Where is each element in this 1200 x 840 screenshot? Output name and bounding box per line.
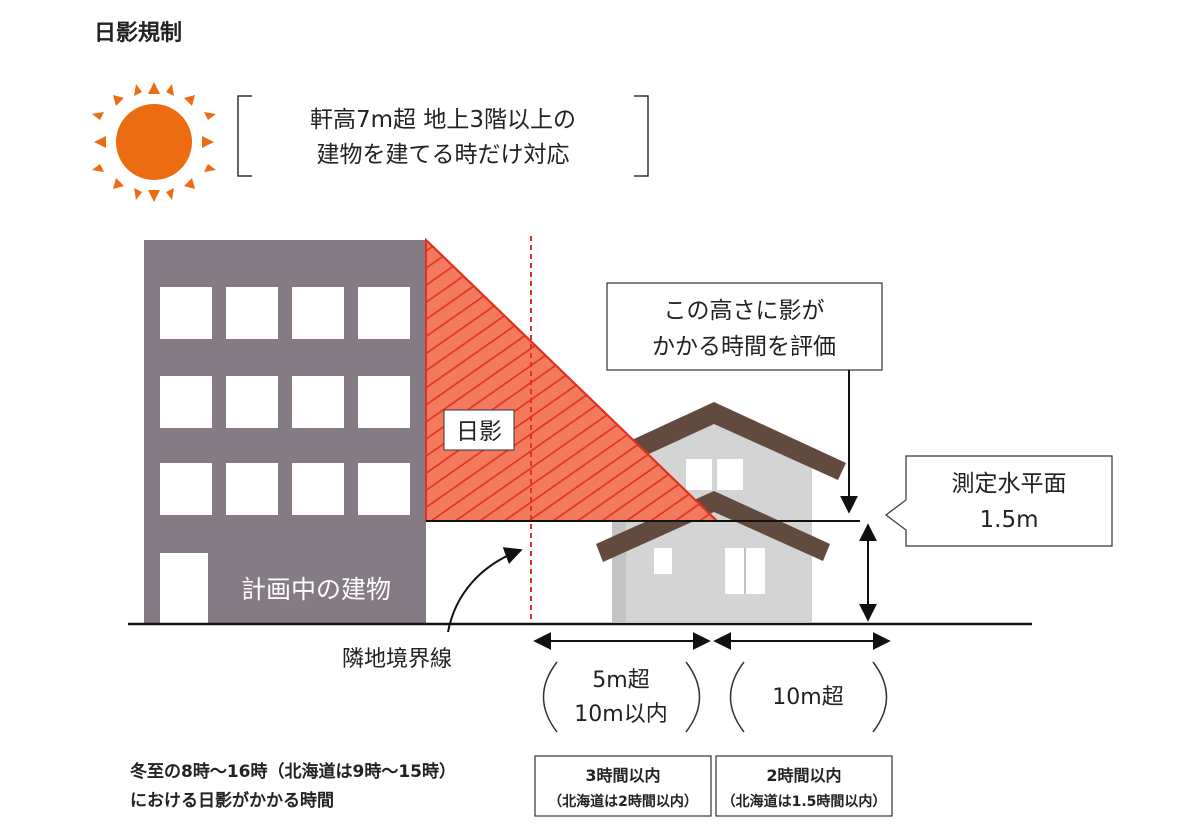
planned-building: 計画中の建物 [144, 240, 426, 624]
far-limit-line2: （北海道は1.5時間以内） [722, 793, 887, 810]
shadow-label: 日影 [456, 419, 502, 445]
evaluation-line2: かかる時間を評価 [652, 334, 836, 360]
boundary-arrow [447, 547, 523, 633]
near-limit-line2: （北海道は2時間以内） [548, 793, 698, 810]
far-limit-line1: 2時間以内 [766, 766, 841, 785]
planned-building-label: 計画中の建物 [241, 575, 391, 604]
evaluation-callout: この高さに影が かかる時間を評価 [606, 282, 883, 514]
evaluation-line1: この高さに影が [664, 298, 825, 324]
near-range-line2: 10m以内 [574, 702, 667, 727]
time-note-line2: における日影がかかる時間 [130, 790, 334, 811]
far-range-label: 10m超 [729, 661, 888, 733]
near-range-label: 5m超 10m以内 [542, 661, 701, 733]
condition-note: 軒高7m超 地上3階以上の 建物を建てる時だけ対応 [237, 95, 649, 177]
condition-line2: 建物を建てる時だけ対応 [317, 142, 570, 168]
near-range-line1: 5m超 [592, 668, 649, 693]
plane-callout: 測定水平面 1.5m [885, 455, 1113, 547]
far-range-line1: 10m超 [772, 685, 843, 710]
time-note-line1: 冬至の8時〜16時（北海道は9時〜15時） [130, 761, 456, 782]
far-limit-box: 2時間以内 （北海道は1.5時間以内） [715, 755, 893, 817]
page-title: 日影規制 [94, 21, 182, 46]
shadow-label-box [443, 409, 515, 451]
near-limit-box: 3時間以内 （北海道は2時間以内） [534, 755, 712, 817]
sun-icon [92, 82, 216, 202]
near-limit-line1: 3時間以内 [585, 766, 660, 785]
boundary-label: 隣地境界線 [342, 647, 452, 672]
plane-line2: 1.5m [980, 507, 1039, 533]
plane-line1: 測定水平面 [952, 471, 1067, 497]
condition-line1: 軒高7m超 地上3階以上の [310, 107, 576, 133]
